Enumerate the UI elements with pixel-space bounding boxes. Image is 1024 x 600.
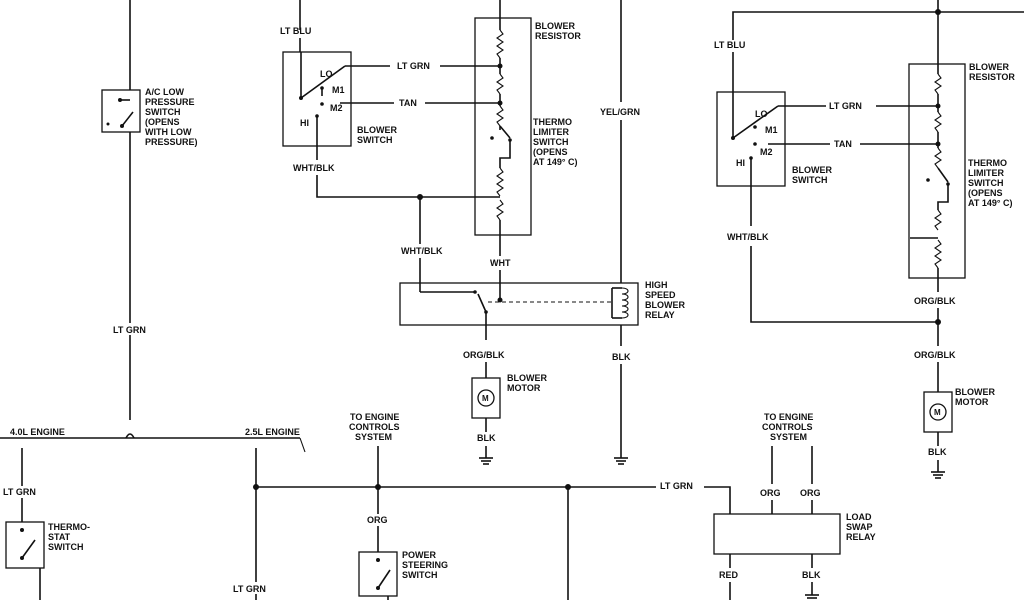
right-blower-motor-name-2: MOTOR <box>955 397 989 407</box>
load-swap-to-engine-2: CONTROLS <box>762 422 813 432</box>
right-blower-switch-name-2: SWITCH <box>792 175 828 185</box>
right-blower-switch-name-1: BLOWER <box>792 165 832 175</box>
left-high-speed-blower-relay <box>399 282 639 326</box>
right-switch-lo: LO <box>755 109 768 119</box>
right-thermo-limiter-4: (OPENS <box>968 188 1003 198</box>
left-blower-switch-name-2: SWITCH <box>357 135 393 145</box>
to-engine-label-2: CONTROLS <box>349 422 400 432</box>
right-switch-hi: HI <box>736 158 745 168</box>
right-switch-m1: M1 <box>765 125 778 135</box>
load-swap-blk: BLK <box>802 570 821 580</box>
wire-label-lt-grn-bottom: LT GRN <box>233 584 266 594</box>
ac-switch-label-5: WITH LOW <box>145 127 192 137</box>
to-engine-label-3: SYSTEM <box>355 432 392 442</box>
engine-2-5-label: 2.5L ENGINE <box>245 427 300 437</box>
load-swap-org-2: ORG <box>800 488 821 498</box>
thermostat-label-2: STAT <box>48 532 71 542</box>
right-thermo-limiter-5: AT 149° C) <box>968 198 1012 208</box>
left-thermo-limiter-2: LIMITER <box>533 127 569 137</box>
left-resistor-name-1: BLOWER <box>535 21 575 31</box>
ac-low-pressure-switch-group: A/C LOW PRESSURE SWITCH (OPENS WITH LOW … <box>101 0 198 420</box>
left-resistor-name-2: RESISTOR <box>535 31 581 41</box>
right-wire-tan: TAN <box>834 139 852 149</box>
left-thermo-limiter-5: AT 149° C) <box>533 157 577 167</box>
wire-label-lt-grn-right: LT GRN <box>660 481 693 491</box>
right-lt-blu-label: LT BLU <box>714 40 745 50</box>
wire-label-lt-grn-thermostat: LT GRN <box>3 487 36 497</box>
load-swap-red: RED <box>719 570 739 580</box>
left-motor-symbol: M <box>482 394 489 403</box>
left-wire-wht: WHT <box>490 258 511 268</box>
load-swap-to-engine-3: SYSTEM <box>770 432 807 442</box>
left-thermo-limiter-4: (OPENS <box>533 147 568 157</box>
load-swap-relay <box>713 513 841 555</box>
wire-label-lt-grn-ac: LT GRN <box>113 325 146 335</box>
wire-label-org-ps: ORG <box>367 515 388 525</box>
to-engine-label-1: TO ENGINE <box>350 412 399 422</box>
load-swap-relay-group: TO ENGINE CONTROLS SYSTEM ORG ORG LOAD S… <box>713 412 876 600</box>
left-wire-wht-blk-1: WHT/BLK <box>293 163 335 173</box>
right-wire-org-blk-2: ORG/BLK <box>914 350 956 360</box>
ac-switch-label-4: (OPENS <box>145 117 180 127</box>
ac-switch-label-6: PRESSURE) <box>145 137 198 147</box>
right-thermo-limiter-3: SWITCH <box>968 178 1004 188</box>
power-steering-label-2: STEERING <box>402 560 448 570</box>
ac-low-pressure-switch <box>101 89 141 133</box>
load-swap-relay-label-3: RELAY <box>846 532 876 542</box>
engine-4-0-label: 4.0L ENGINE <box>10 427 65 437</box>
left-blower-motor-name-2: MOTOR <box>507 383 541 393</box>
left-relay-label-1: HIGH <box>645 280 668 290</box>
power-steering-switch <box>358 551 398 597</box>
right-resistor-name-2: RESISTOR <box>969 72 1015 82</box>
left-wire-blk-motor: BLK <box>477 433 496 443</box>
power-steering-label-1: POWER <box>402 550 437 560</box>
thermostat-switch <box>5 521 45 569</box>
left-wire-blk-relay: BLK <box>612 352 631 362</box>
left-blower-resistor <box>474 17 532 236</box>
left-blower-circuit: LT BLU LO M1 M2 HI BLOWER SWITCH LT GRN … <box>280 0 685 465</box>
power-steering-label-3: SWITCH <box>402 570 438 580</box>
left-lt-blu-label: LT BLU <box>280 26 311 36</box>
left-relay-label-3: BLOWER <box>645 300 685 310</box>
right-thermo-limiter-2: LIMITER <box>968 168 1004 178</box>
load-swap-org-1: ORG <box>760 488 781 498</box>
thermostat-label-1: THERMO- <box>48 522 90 532</box>
left-blower-motor-name-1: BLOWER <box>507 373 547 383</box>
ac-switch-label-1: A/C LOW <box>145 87 184 97</box>
load-swap-to-engine-1: TO ENGINE <box>764 412 813 422</box>
left-switch-lo: LO <box>320 69 333 79</box>
left-thermo-limiter-1: THERMO <box>533 117 572 127</box>
load-swap-relay-label-2: SWAP <box>846 522 873 532</box>
left-relay-label-2: SPEED <box>645 290 676 300</box>
left-wire-org-blk: ORG/BLK <box>463 350 505 360</box>
right-wire-blk: BLK <box>928 447 947 457</box>
left-blower-switch-name-1: BLOWER <box>357 125 397 135</box>
right-wire-org-blk-1: ORG/BLK <box>914 296 956 306</box>
right-wire-lt-grn: LT GRN <box>829 101 862 111</box>
right-resistor-name-1: BLOWER <box>969 62 1009 72</box>
left-wire-lt-grn: LT GRN <box>397 61 430 71</box>
left-switch-m2: M2 <box>330 103 343 113</box>
left-wire-tan: TAN <box>399 98 417 108</box>
right-wire-wht-blk: WHT/BLK <box>727 232 769 242</box>
ac-switch-label-3: SWITCH <box>145 107 181 117</box>
load-swap-relay-label-1: LOAD <box>846 512 872 522</box>
engine-bus-group: 4.0L ENGINE 2.5L ENGINE LT GRN THERMO- S… <box>0 412 731 600</box>
left-thermo-limiter-3: SWITCH <box>533 137 569 147</box>
thermostat-label-3: SWITCH <box>48 542 84 552</box>
left-wire-wht-blk-2: WHT/BLK <box>401 246 443 256</box>
right-motor-symbol: M <box>934 408 941 417</box>
left-switch-m1: M1 <box>332 85 345 95</box>
ac-switch-label-2: PRESSURE <box>145 97 195 107</box>
left-relay-label-4: RELAY <box>645 310 675 320</box>
left-wire-yel-grn: YEL/GRN <box>600 107 640 117</box>
left-switch-hi: HI <box>300 118 309 128</box>
right-blower-resistor <box>908 63 966 279</box>
right-blower-circuit: LT BLU LO M1 M2 HI BLOWER SWITCH LT GRN … <box>714 0 1024 479</box>
right-blower-motor-name-1: BLOWER <box>955 387 995 397</box>
right-switch-m2: M2 <box>760 147 773 157</box>
right-thermo-limiter-1: THERMO <box>968 158 1007 168</box>
